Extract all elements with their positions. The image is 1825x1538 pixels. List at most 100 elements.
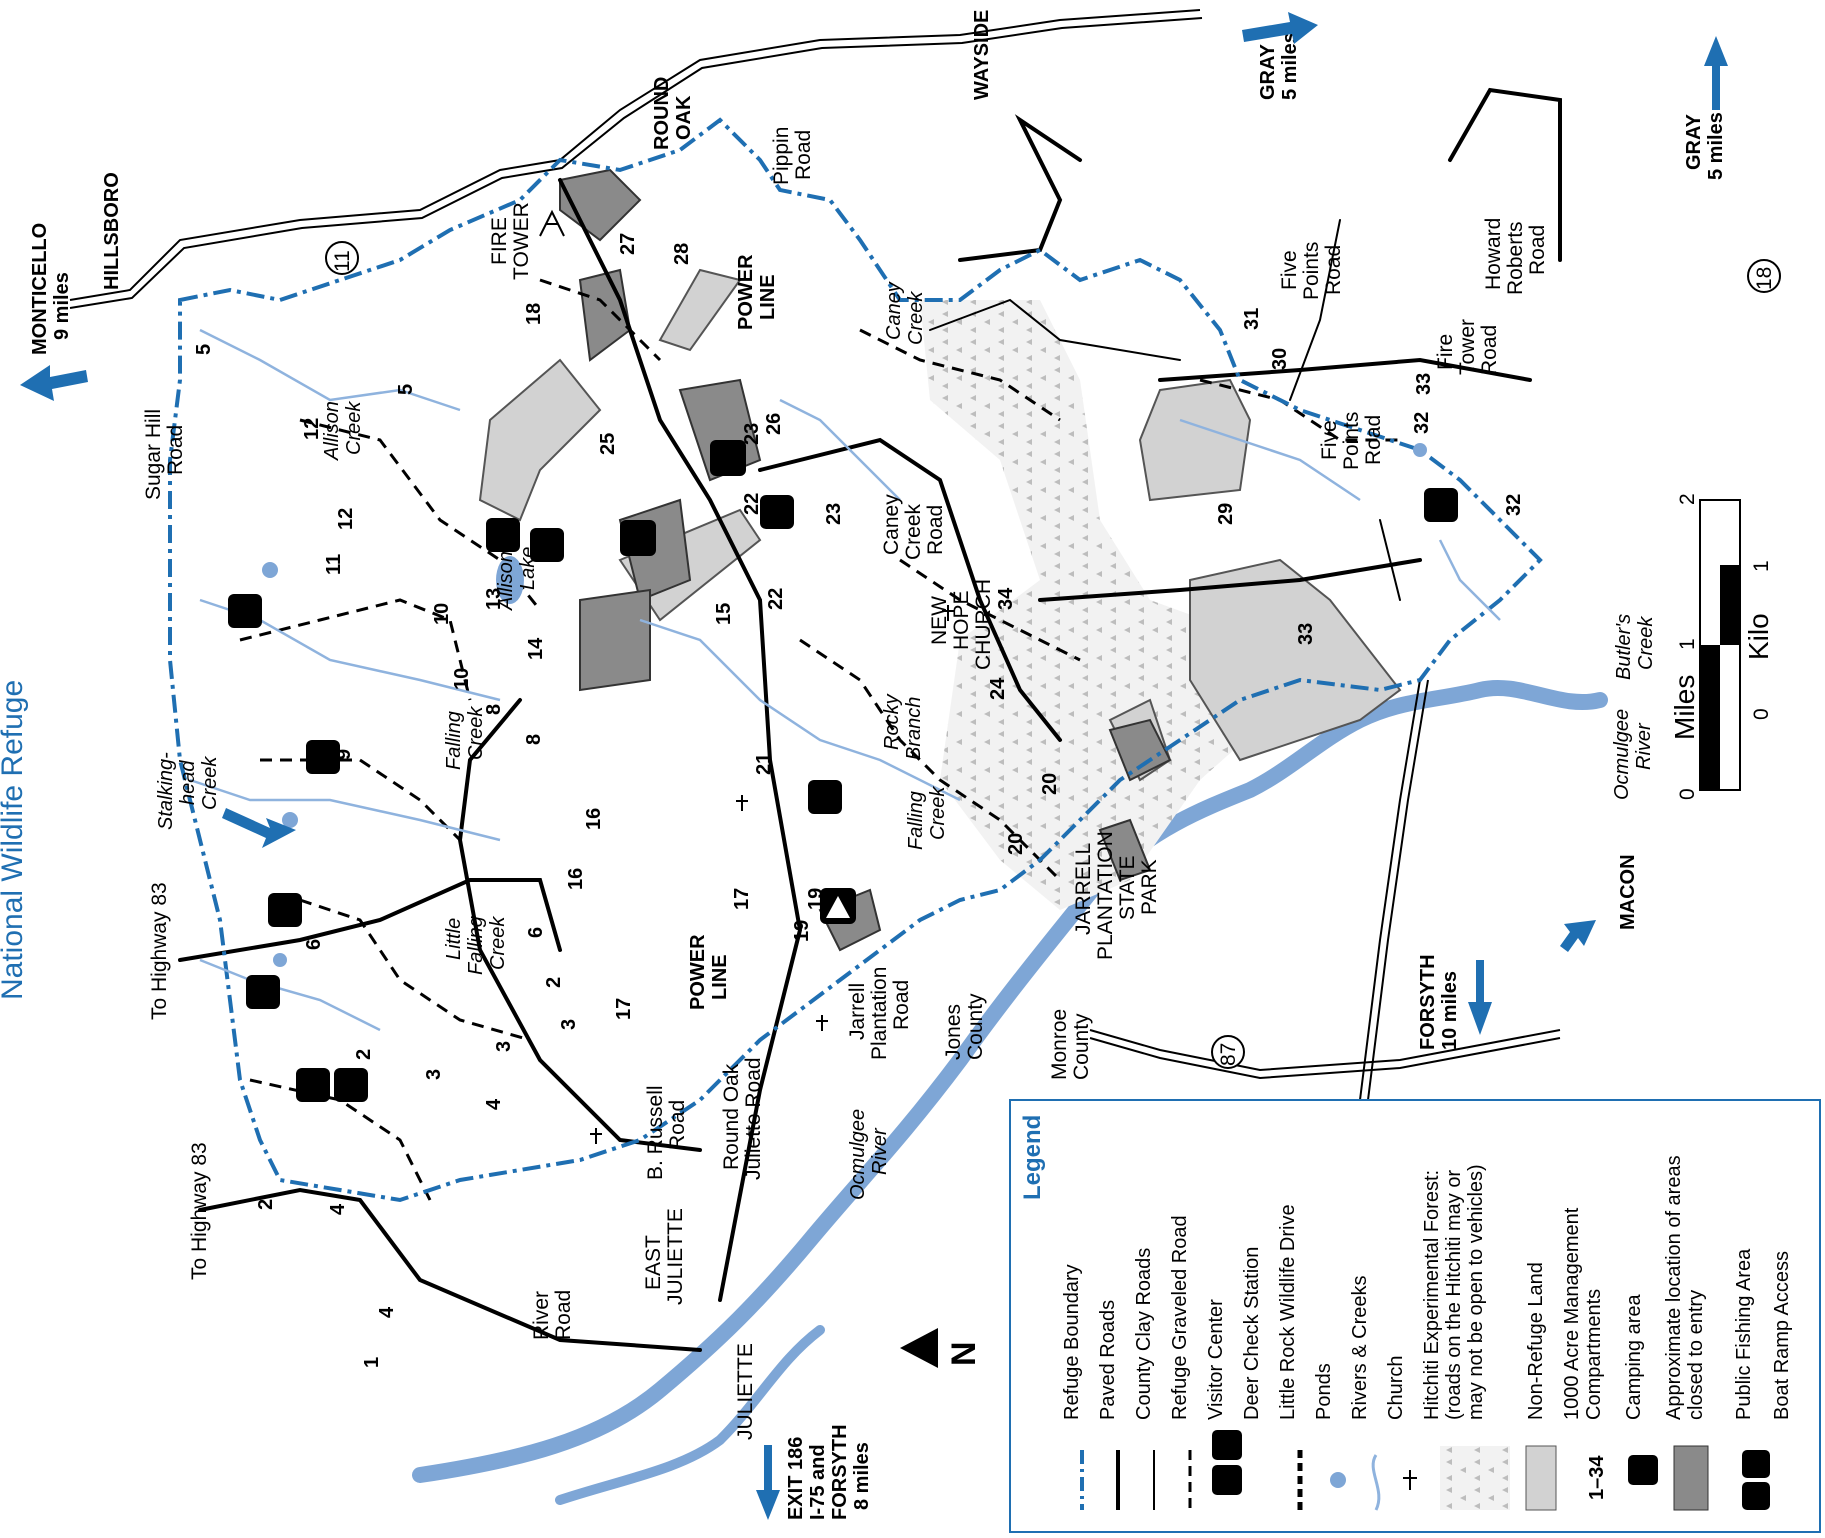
water-labels: Allison Creek Allison Lake Falling Creek… bbox=[155, 281, 1657, 1200]
compartment-number: 22 bbox=[765, 588, 787, 610]
label-five-points-b2: Points bbox=[1340, 412, 1363, 470]
hitchiti-forest bbox=[920, 300, 1290, 910]
label-howard-1: Howard bbox=[1482, 218, 1505, 290]
compartment-labels: 1222333444556678891010111212131415161617… bbox=[193, 233, 1525, 1368]
label-forsyth-dist: 10 miles bbox=[1439, 971, 1461, 1050]
compartment-number: 25 bbox=[597, 433, 619, 455]
label-falling-creek-b2: Creek bbox=[927, 786, 949, 840]
arrow-macon-icon bbox=[1560, 920, 1596, 952]
church-icons bbox=[590, 605, 954, 1144]
legend-item-label: Camping area bbox=[1623, 1293, 1645, 1420]
compartment-number: 16 bbox=[583, 808, 605, 830]
label-power-line-2a: POWER bbox=[687, 934, 709, 1010]
compartment-number: 14 bbox=[525, 637, 547, 660]
compartment-number: 12 bbox=[335, 508, 357, 530]
road-labels: Sugar Hill Road To Highway 83 To Highway… bbox=[142, 127, 1549, 1340]
label-caney-rd-3: Road bbox=[924, 505, 947, 555]
label-jarrell-rd-2: Plantation bbox=[868, 967, 891, 1060]
label-caney-creek-1: Caney bbox=[883, 281, 905, 340]
label-butlers-1: Butler's bbox=[1613, 614, 1635, 680]
scale-m2: 2 bbox=[1676, 493, 1699, 505]
label-butlers-2: Creek bbox=[1635, 616, 1657, 670]
compartment-number: 12 bbox=[301, 418, 323, 440]
compartment-number: 19 bbox=[791, 920, 813, 942]
legend-item-label: Rivers & Creeks bbox=[1349, 1276, 1371, 1420]
arrow-exit-icon bbox=[756, 1445, 780, 1520]
legend-church-icon bbox=[1403, 1470, 1417, 1490]
label-juliette: JULIETTE bbox=[734, 1343, 757, 1440]
label-wayside: WAYSIDE bbox=[971, 10, 993, 100]
legend-fishing-icon bbox=[1742, 1450, 1770, 1478]
arrow-gray-2-icon bbox=[1704, 36, 1728, 110]
label-sugar-hill-1: Sugar Hill bbox=[142, 409, 165, 500]
legend-visitor-center-icon bbox=[1212, 1465, 1242, 1495]
label-monroe-1: Monroe bbox=[1048, 1009, 1071, 1080]
compartment-number: 15 bbox=[713, 603, 735, 625]
legend-item-label: Compartments bbox=[1583, 1289, 1605, 1420]
label-river-rd-2: Road bbox=[552, 1290, 575, 1340]
legend-hitchiti-symbol bbox=[1440, 1446, 1510, 1510]
label-five-points-a3: Road bbox=[1322, 245, 1345, 295]
compartment-number: 4 bbox=[376, 1306, 398, 1318]
label-gray-2: GRAY bbox=[1683, 113, 1705, 170]
compartment-number: 2 bbox=[255, 1199, 277, 1210]
county-clay-roads bbox=[929, 219, 1401, 601]
label-hillsboro: HILLSBORO bbox=[101, 172, 123, 290]
compartment-number: 16 bbox=[565, 868, 587, 890]
legend-item-label: County Clay Roads bbox=[1133, 1248, 1155, 1420]
legend-item-label: may not be open to vehicles) bbox=[1465, 1164, 1487, 1420]
label-ocmulgee-b2: River bbox=[869, 1127, 891, 1175]
north-arrow: N bbox=[900, 1328, 983, 1368]
legend-item-label: 1000 Acre Management bbox=[1561, 1207, 1583, 1420]
scale-k0: 0 bbox=[1750, 708, 1773, 720]
label-five-points-b3: Road bbox=[1362, 415, 1385, 465]
ponds bbox=[262, 443, 1427, 967]
label-stalking-3: Creek bbox=[199, 756, 221, 810]
visitor-center-icon bbox=[710, 440, 746, 476]
label-jarrell-rd-1: Jarrell bbox=[846, 983, 869, 1040]
label-jarrell-4: PARK bbox=[1138, 859, 1161, 915]
label-jarrell-3: STATE bbox=[1116, 855, 1139, 920]
label-little-falling-2: Falling bbox=[465, 916, 487, 975]
legend-boat-ramp-icon bbox=[1742, 1482, 1770, 1510]
label-ocmulgee-b1: Ocmulgee bbox=[847, 1109, 869, 1200]
compartment-number: 2 bbox=[543, 977, 565, 988]
refuge-boundary bbox=[168, 117, 1543, 1203]
legend-pond-symbol bbox=[1330, 1472, 1346, 1488]
compartment-number: 32 bbox=[1411, 412, 1433, 434]
compartment-number: 28 bbox=[671, 243, 693, 265]
label-gray-1-dist: 5 miles bbox=[1279, 32, 1301, 100]
label-monticello: MONTICELLO bbox=[29, 223, 51, 355]
legend-title: Legend bbox=[1019, 1115, 1046, 1200]
direction-arrows bbox=[20, 12, 1728, 1520]
label-allison-lake-1: Allison bbox=[495, 551, 517, 611]
legend-non-refuge-symbol bbox=[1525, 1445, 1557, 1511]
label-monroe-2: County bbox=[1070, 1013, 1093, 1080]
label-five-points-a2: Points bbox=[1300, 242, 1323, 300]
label-gray-2-dist: 5 miles bbox=[1705, 112, 1727, 180]
compartment-number: 30 bbox=[1269, 348, 1291, 370]
north-arrow-icon bbox=[900, 1328, 938, 1368]
scale-bar: Miles Kilo 0 1 2 0 1 bbox=[1669, 493, 1774, 800]
scale-bar-miles-segment bbox=[1700, 645, 1720, 790]
compartment-number: 29 bbox=[1215, 503, 1237, 525]
label-fire-tower-rd-3: Road bbox=[1478, 325, 1501, 375]
label-new-hope-2: HOPE bbox=[950, 590, 973, 650]
label-five-points-b1: Five bbox=[1318, 420, 1341, 460]
compartment-number: 4 bbox=[483, 1098, 505, 1110]
label-fire-tower-rd-1: Fire bbox=[1434, 334, 1457, 370]
label-little-falling-3: Creek bbox=[487, 916, 509, 970]
label-five-points-a1: Five bbox=[1278, 250, 1301, 290]
arrow-gray-1-icon bbox=[1242, 12, 1318, 44]
label-hwy83-a: To Highway 83 bbox=[148, 882, 171, 1020]
label-round-oak-rd-2: Juliette Road bbox=[742, 1057, 765, 1180]
label-rocky-2: Branch bbox=[903, 697, 925, 760]
compartment-number: 31 bbox=[1241, 308, 1263, 330]
compartment-number: 3 bbox=[423, 1069, 445, 1080]
label-fire-tower-1: FIRE bbox=[488, 217, 511, 265]
compartment-number: 6 bbox=[303, 939, 325, 950]
scale-k1: 1 bbox=[1750, 560, 1773, 572]
legend-item-label: Little Rock Wildlife Drive bbox=[1277, 1204, 1299, 1420]
